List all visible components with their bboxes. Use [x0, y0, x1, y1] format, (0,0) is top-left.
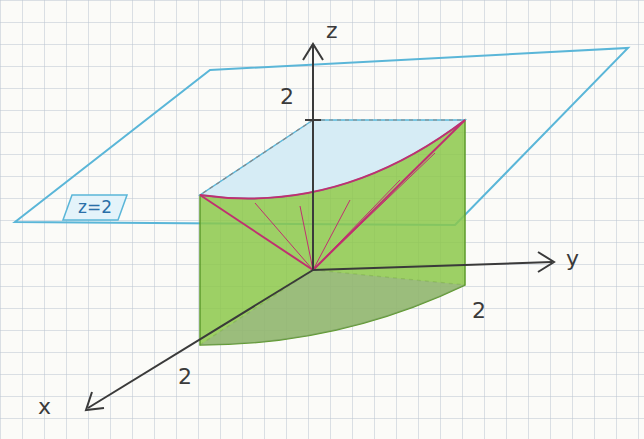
hidden-top	[200, 120, 465, 195]
axis-label: x	[38, 396, 51, 418]
tick-label: 2	[280, 86, 294, 108]
plane-tag: z=2	[62, 194, 128, 221]
plane-equation: z=2	[78, 199, 128, 216]
tick-label: 2	[472, 300, 486, 322]
cone	[200, 120, 465, 270]
axes	[86, 44, 554, 410]
axis-label: y	[566, 248, 579, 270]
cylinder-wall	[200, 120, 465, 345]
tick-label: 2	[178, 366, 192, 388]
axis-label: z	[326, 20, 338, 42]
base-shade	[200, 270, 465, 345]
